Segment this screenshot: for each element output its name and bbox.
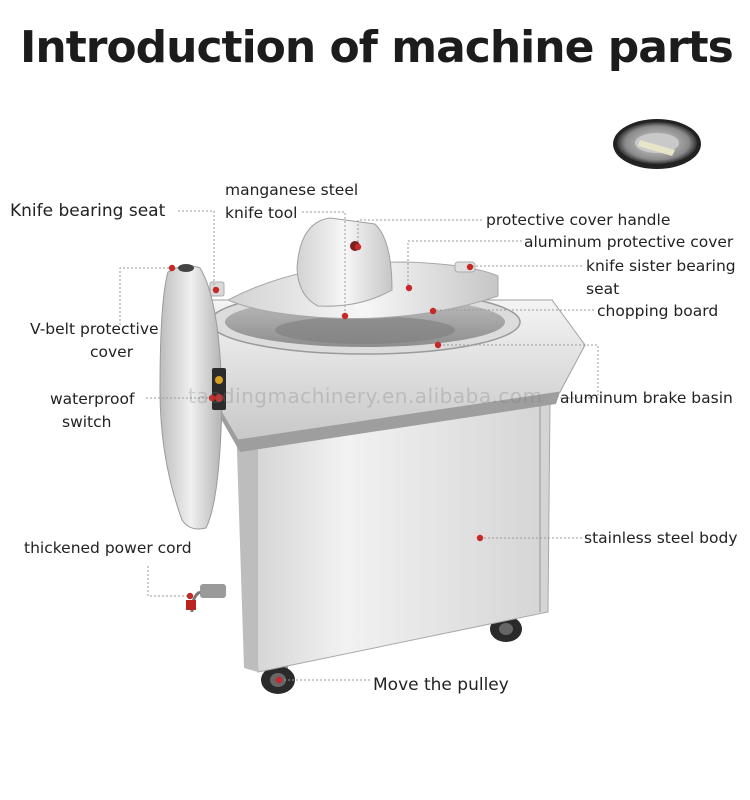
marker-knife-bearing-seat [212, 286, 220, 294]
leader-power-cord [147, 566, 190, 597]
label-waterproof: waterproof [50, 390, 135, 408]
v-belt-protective-cover [159, 264, 223, 530]
marker-dots [168, 243, 484, 684]
marker-pulley [275, 676, 283, 684]
marker-knife-tool [341, 312, 349, 320]
page-title: Introduction of machine parts [20, 22, 734, 73]
label-aluminum-brake-basin: aluminum brake basin [560, 389, 733, 407]
marker-sister-seat [466, 263, 474, 271]
label-thickened-power-cord: thickened power cord [24, 539, 192, 557]
marker-power-cord [186, 592, 194, 600]
leader-brake-basin [438, 344, 599, 399]
marker-chopping-board [429, 307, 437, 315]
label-v-belt-protective: V-belt protective [30, 320, 159, 338]
waterproof-switch [212, 368, 226, 410]
marker-cover-handle [354, 243, 362, 251]
marker-v-belt [168, 264, 176, 272]
label-knife-sister-seat: seat [586, 280, 620, 298]
label-chopping-board: chopping board [597, 302, 719, 320]
power-cord [186, 584, 226, 613]
marker-brake-basin [434, 341, 442, 349]
marker-protective-cover [405, 284, 413, 292]
label-knife-tool: knife tool [225, 204, 298, 222]
leader-lines [119, 210, 599, 681]
marker-switch [208, 394, 216, 402]
aluminum-protective-cover [209, 217, 499, 320]
label-manganese-steel: manganese steel [225, 181, 359, 199]
label-protective-cover-handle: protective cover handle [486, 211, 671, 229]
label-knife-sister-bearing: knife sister bearing [586, 257, 736, 275]
label-v-belt-cover: cover [90, 343, 134, 361]
marker-body [476, 534, 484, 542]
leader-protective-cover [407, 240, 522, 288]
label-stainless-steel-body: stainless steel body [584, 529, 738, 547]
label-knife-bearing-seat: Knife bearing seat [10, 201, 166, 221]
watermark: taodingmachinery.en.alibaba.com [188, 384, 543, 408]
leader-knife-bearing-seat [178, 210, 215, 290]
label-move-the-pulley: Move the pulley [373, 675, 509, 695]
bowl-thumbnail [613, 119, 701, 169]
leader-cover-handle [357, 219, 482, 245]
leader-knife-tool [302, 211, 346, 316]
label-aluminum-protective-cover: aluminum protective cover [524, 233, 734, 251]
leader-v-belt [119, 267, 170, 325]
label-switch: switch [62, 413, 112, 431]
